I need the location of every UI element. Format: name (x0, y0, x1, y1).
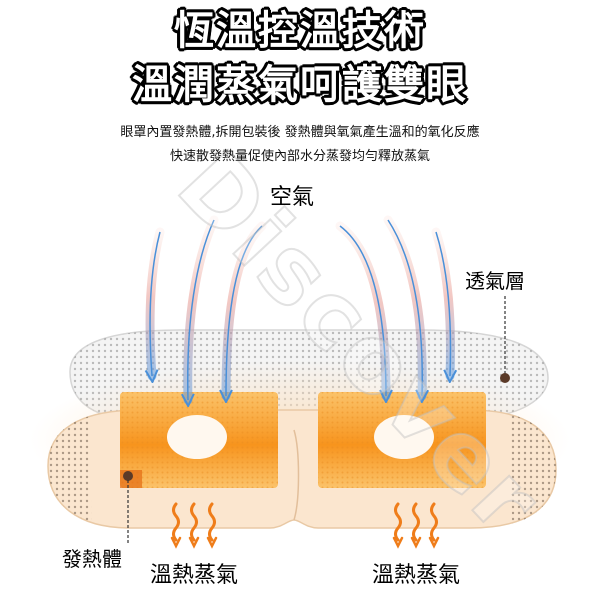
steam-right-label: 溫熱蒸氣 (372, 563, 461, 588)
breathable-layer-label: 透氣層 (465, 269, 525, 293)
heat-pad-right (318, 392, 486, 488)
steam-left-icon (170, 502, 218, 549)
description-line-2: 快速散發熱量促使內部水分蒸發均勻釋放蒸氣 (169, 149, 430, 164)
air-arrows-right (335, 215, 450, 396)
description-line-1: 眼罩內置發熱體,拆開包裝後 發熱體與氧氣產生溫和的氧化反應 (120, 125, 480, 140)
headline-line-1: 恆溫控溫技術 (174, 8, 426, 54)
heat-pad-left (120, 392, 278, 488)
headline-line-2: 溫潤蒸氣呵護雙眼 (132, 62, 468, 108)
air-label: 空氣 (270, 185, 315, 210)
callout-heating-body (123, 471, 133, 545)
callout-breathable-layer (500, 296, 510, 383)
steam-left-label: 溫熱蒸氣 (150, 563, 239, 588)
steam-right-icon (392, 502, 440, 549)
heating-body-label: 發熱體 (62, 547, 122, 571)
air-arrows-left (150, 215, 267, 400)
